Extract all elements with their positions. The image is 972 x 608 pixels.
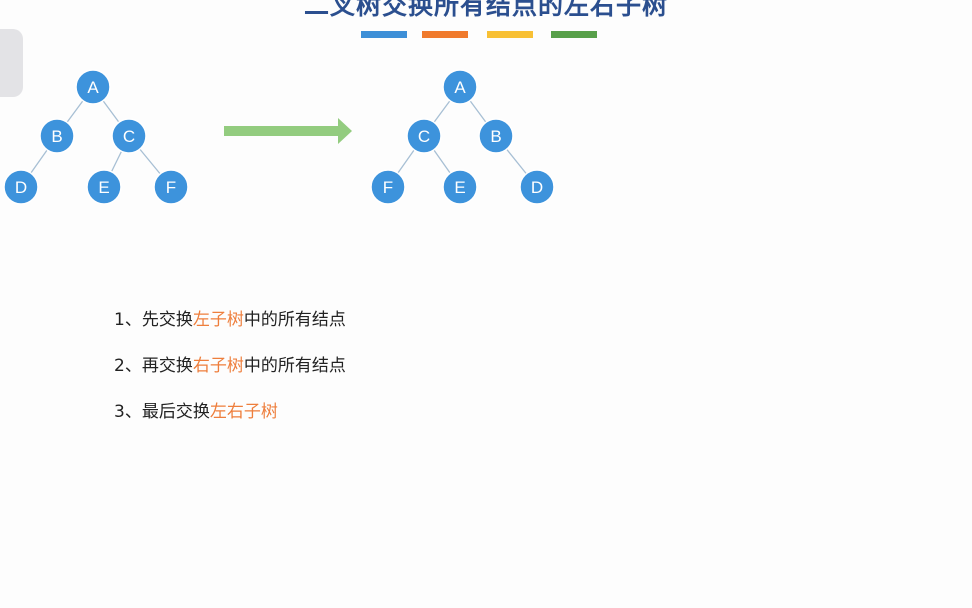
edge-B-D [506, 148, 527, 175]
node-label-F: F [166, 178, 176, 197]
node-A: A [442, 69, 478, 105]
node-E: E [86, 169, 122, 205]
color-bar-orange [422, 31, 468, 38]
edge-C-E [433, 149, 451, 174]
node-label-C: C [418, 127, 430, 146]
step-1-prefix: 1、先交换 [114, 310, 193, 330]
edge-A-C [102, 100, 120, 123]
edge-A-C [433, 100, 451, 123]
node-B: B [478, 118, 514, 154]
node-label-D: D [15, 178, 27, 197]
side-panel-tab[interactable] [0, 29, 23, 97]
edge-C-F [139, 148, 161, 175]
node-D: D [519, 169, 555, 205]
step-3-highlight: 左右子树 [209, 402, 278, 422]
step-1: 1、先交换左子树中的所有结点 [114, 307, 346, 353]
node-label-D: D [531, 178, 543, 197]
tree-swap-diagram: A B C D E F A C B F E D [3, 69, 555, 205]
node-F: F [370, 169, 406, 205]
step-3: 3、最后交换左右子树 [114, 399, 346, 445]
node-circle-A [75, 69, 111, 105]
node-C: C [406, 118, 442, 154]
node-circle-C [406, 118, 442, 154]
step-2-prefix: 2、再交换 [114, 356, 193, 376]
edge-A-B [469, 100, 487, 123]
edge-C-F [397, 149, 415, 174]
node-E: E [442, 169, 478, 205]
steps-list: 1、先交换左子树中的所有结点 2、再交换右子树中的所有结点 3、最后交换左右子树 [114, 307, 346, 445]
edge-C-E [110, 150, 123, 173]
node-label-A: A [454, 78, 466, 97]
node-C: C [111, 118, 147, 154]
node-B: B [39, 118, 75, 154]
color-bar-green [551, 31, 597, 38]
step-2-suffix: 中的所有结点 [243, 356, 346, 376]
node-D: D [3, 169, 39, 205]
node-circle-E [442, 169, 478, 205]
node-circle-F [153, 169, 189, 205]
step-1-highlight: 左子树 [192, 310, 244, 330]
node-circle-B [39, 118, 75, 154]
node-circle-B [478, 118, 514, 154]
step-2: 2、再交换右子树中的所有结点 [114, 353, 346, 399]
node-circle-D [3, 169, 39, 205]
node-circle-C [111, 118, 147, 154]
node-F: F [153, 169, 189, 205]
step-3-prefix: 3、最后交换 [114, 402, 210, 422]
node-circle-F [370, 169, 406, 205]
step-1-suffix: 中的所有结点 [243, 310, 346, 330]
node-label-E: E [454, 178, 465, 197]
node-circle-E [86, 169, 122, 205]
node-label-B: B [490, 127, 501, 146]
node-circle-A [442, 69, 478, 105]
color-bar-blue [361, 31, 407, 38]
node-label-E: E [98, 178, 109, 197]
node-label-B: B [51, 127, 62, 146]
edge-B-D [30, 149, 48, 174]
transform-arrow-icon [224, 118, 352, 144]
edge-A-B [66, 100, 84, 123]
left-tree-original: A B C D E F [3, 69, 189, 205]
color-bar-yellow [487, 31, 533, 38]
page-title: 二叉树交换所有结点的左右子树 [303, 0, 668, 20]
step-2-highlight: 右子树 [192, 356, 244, 376]
node-label-F: F [383, 178, 393, 197]
node-label-C: C [123, 127, 135, 146]
node-label-A: A [87, 78, 99, 97]
node-circle-D [519, 169, 555, 205]
right-tree-swapped: A C B F E D [370, 69, 555, 205]
node-A: A [75, 69, 111, 105]
